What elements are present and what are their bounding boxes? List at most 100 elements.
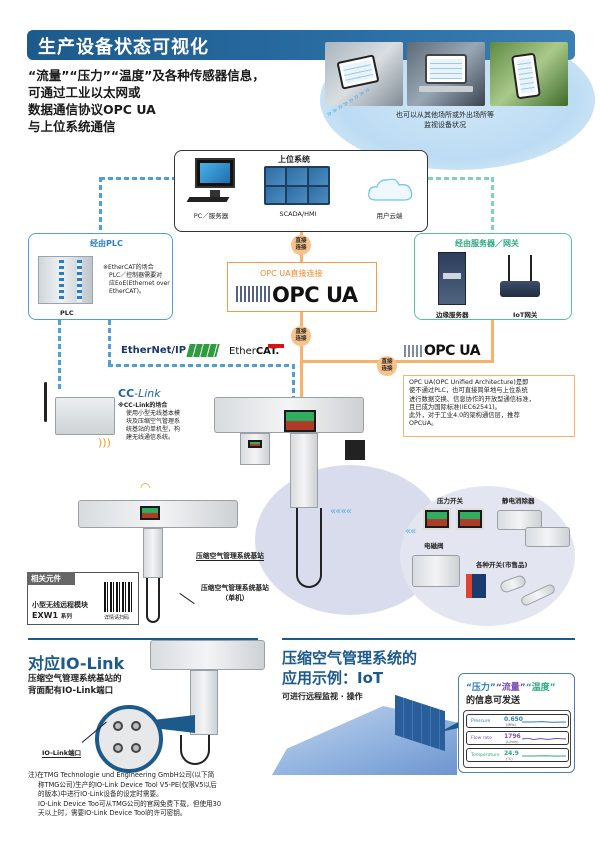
desc-line: OPC UA(OPC Unified Architecture)是即 <box>409 379 529 386</box>
io-link-port-icon <box>113 721 123 731</box>
plc-to-wireless-line <box>58 320 61 390</box>
metric-row-flow: Flow rate 1796 (L/min) <box>466 731 569 745</box>
io-link-description: 压缩空气管理系统基站的 背面配有IO-Link端口 <box>28 673 122 697</box>
note-line: 建无线通信系统。 <box>126 434 175 441</box>
ethercat-note: ※EtherCAT的场合 PLC／控制器需要对 应EoE(Ethernet ov… <box>103 264 171 296</box>
io-link-port-zoom <box>95 705 163 773</box>
ethercat-logo: EtherCAT. <box>229 346 279 357</box>
footnote-line: 天以上时，需要IO-Link Device Tool的许可密钥。 <box>38 809 187 817</box>
badge-line: 直接 <box>295 329 307 335</box>
chevron-left-icon: « « « « <box>330 506 352 517</box>
profinet-logo <box>186 344 220 357</box>
remote-caption-line: 也可以从其他场所或外出场所等 <box>396 111 494 119</box>
quantity-pressure: “压力” <box>466 683 496 693</box>
page-title: 生产设备状态可视化 <box>38 37 209 58</box>
plc-to-station-line <box>108 320 111 366</box>
cc-link-suffix: -Link <box>134 387 161 400</box>
metric-trend-line <box>522 721 566 723</box>
wifi-signal-icon: ◠ <box>140 480 151 494</box>
iot-gateway-icon <box>500 281 540 297</box>
footnote-line: 的版本)中进行IO-Link设备的设定时需要。 <box>38 790 163 798</box>
iot-card-caption: 的信息可发送 <box>466 696 521 706</box>
remote-caption-line: 监视设备状况 <box>424 121 466 129</box>
ethercat-prefix: Ether <box>229 346 256 357</box>
ethercat-arrow-icon <box>268 344 284 348</box>
qr-caption: 详情请扫码 <box>104 615 130 621</box>
title-line: 应用示例：IoT <box>282 669 384 687</box>
opc-ua-logo-small: OPC UA <box>424 343 481 359</box>
plc-to-station-line <box>292 364 295 398</box>
intro-line: 数据通信协议OPC UA <box>28 102 156 117</box>
pressure-switch-icon <box>456 508 484 530</box>
desc-line: OPCUA。 <box>409 420 438 428</box>
cc-link-note: ※CC-Link的场合 使用小型无线基本模 块及压缩空气管理系 统基站的单机型，… <box>118 402 196 442</box>
plc-label: PLC <box>60 309 74 317</box>
series-code: EXW1 <box>32 611 59 620</box>
metric-value: 24.9 <box>504 750 519 757</box>
upper-system-title: 上位系统 <box>278 155 310 164</box>
desc-line: 使不通过PLC，也可直接简单地与上位系统 <box>409 387 528 395</box>
cc-link-logo: CC-Link <box>118 387 161 400</box>
air-management-station-rear <box>150 640 265 670</box>
regulator-unit <box>345 440 365 460</box>
photo-smartphone-in-park <box>490 42 568 106</box>
gateway-to-station-line <box>491 320 494 362</box>
note-line: PLC／控制器需要对 <box>109 272 163 279</box>
ethercat-suffix: CAT. <box>255 346 280 357</box>
pc-stand-icon <box>210 190 220 198</box>
plc-connection-line <box>100 177 175 180</box>
standalone-station-label: 压缩空气管理系统基站 （单机） <box>180 582 290 602</box>
station-cable <box>146 578 160 623</box>
laptop-icon <box>425 54 467 84</box>
desc-line: 背面配有IO-Link端口 <box>28 686 114 696</box>
opc-ua-box-title: OPC UA直接连接 <box>260 269 323 278</box>
metric-unit: (℃) <box>506 757 513 761</box>
pc-monitor-icon <box>195 158 235 188</box>
footnote-line: 称TMG公司)生产的IO-Link Device Tool V5-PE(仅限V5… <box>38 780 217 789</box>
series-suffix: 系列 <box>60 614 72 620</box>
chevron-left-icon: « « <box>405 526 417 537</box>
metric-name: Pressure <box>471 719 491 724</box>
ionizer-label: 静电消除器 <box>502 497 535 505</box>
gateway-connection-line <box>428 177 493 180</box>
remote-caption: 也可以从其他场所或外出场所等 监视设备状况 <box>370 110 520 130</box>
iot-subtitle: 可进行远程监视 · 操作 <box>282 692 363 701</box>
related-component-series: EXW1 系列 <box>32 611 72 620</box>
metric-unit: (L/min) <box>506 740 519 744</box>
opc-ua-logo: OPC UA <box>272 283 358 307</box>
wireless-antenna-icon <box>44 382 47 422</box>
metric-row-pressure: Pressure 0.650 (MPa) <box>466 714 569 728</box>
metric-name: Flow rate <box>471 736 492 741</box>
note-line: ※CC-Link的场合 <box>118 402 168 409</box>
metric-unit: (MPa) <box>506 723 516 727</box>
sub-unit <box>240 433 270 465</box>
upper-item-label: SCADA/HMI <box>279 210 317 218</box>
solenoid-valve-icon <box>412 555 460 587</box>
quantity-flow: “流量” <box>495 683 526 693</box>
station-display <box>140 506 160 520</box>
direct-connection-badge: 直接连接 <box>377 356 397 376</box>
station-display <box>284 410 316 432</box>
iot-gateway-label: IoT网关 <box>513 311 538 319</box>
qr-code[interactable] <box>104 582 134 612</box>
quantity-temperature: “温度” <box>525 683 556 693</box>
photo-tablet-in-factory <box>325 42 403 106</box>
related-component-tag: 相关元件 <box>27 572 75 585</box>
plc-connection-line <box>99 177 102 233</box>
note-line: EtherCAT)。 <box>109 288 145 295</box>
metric-row-temperature: Temperature 24.9 (℃) <box>466 748 569 762</box>
photoelectric-sensor-icon <box>466 574 486 598</box>
direct-connection-badge: 直接连接 <box>291 235 311 255</box>
ionizer-icon <box>497 510 542 530</box>
wifi-signal-icon: ))) <box>98 436 111 449</box>
io-link-port-label: IO-Link端口 <box>42 749 82 758</box>
edge-server-icon <box>438 252 466 305</box>
direct-connection-badge: 直接连接 <box>291 326 311 346</box>
station-label: 压缩空气管理系统基站 <box>196 552 264 561</box>
badge-line: 直接 <box>381 359 393 365</box>
io-link-port-icon <box>131 743 141 753</box>
iot-card-quantities: “压力”“流量”“温度” <box>466 680 556 693</box>
io-link-port-icon <box>131 721 141 731</box>
station-cable <box>180 735 210 765</box>
opc-connection-line <box>300 312 303 397</box>
